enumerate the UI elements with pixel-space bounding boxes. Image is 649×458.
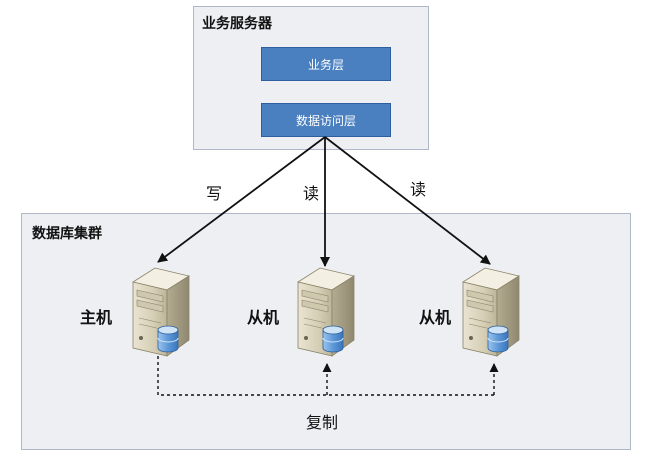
write-arrow xyxy=(157,136,326,263)
replication-line xyxy=(157,356,494,396)
slave-host-label-1: 从机 xyxy=(247,308,280,327)
read-label-2: 读 xyxy=(410,180,427,199)
master-host-label: 主机 xyxy=(80,308,113,327)
data-access-layer-box: 数据访问层 xyxy=(261,103,391,137)
business-layer-box: 业务层 xyxy=(261,47,391,81)
master-database-icon xyxy=(157,325,179,353)
business-server-title: 业务服务器 xyxy=(202,16,272,32)
slave-database-2-icon xyxy=(487,325,509,353)
replication-label: 复制 xyxy=(306,413,339,432)
read-label-1: 读 xyxy=(303,184,320,203)
read-arrow-2 xyxy=(324,136,491,265)
write-label: 写 xyxy=(206,184,223,203)
business-server-panel: 业务服务器 业务层 数据访问层 xyxy=(193,6,429,150)
database-cluster-title: 数据库集群 xyxy=(32,226,102,242)
slave-host-label-2: 从机 xyxy=(419,308,452,327)
slave-database-1-icon xyxy=(322,325,344,353)
